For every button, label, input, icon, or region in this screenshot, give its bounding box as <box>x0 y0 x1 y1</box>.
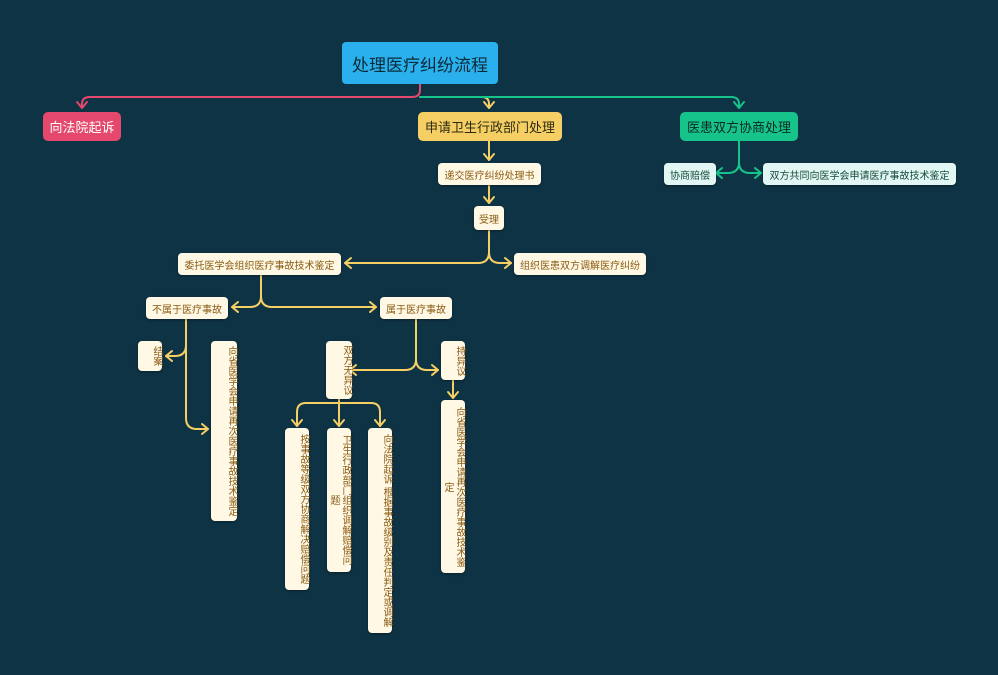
branch-health-dept[interactable]: 申请卫生行政部门处理 <box>418 112 562 141</box>
arrow-close <box>165 350 173 362</box>
node-reapply-left[interactable]: 向省医学会申请再次医疗事故技术鉴定 <box>211 341 237 521</box>
edge-accept-mediate <box>488 251 512 264</box>
edge-is-noobj <box>349 317 417 371</box>
node-compensate[interactable]: 协商赔偿 <box>664 163 716 185</box>
arrow-obj <box>431 364 439 376</box>
arrow-joint <box>754 167 762 179</box>
node-reapply-right[interactable]: 向省医学会申请再次医疗事故技术鉴定 <box>441 400 465 573</box>
node-joint-apply[interactable]: 双方共同向医学会申请医疗事故技术鉴定 <box>763 163 956 185</box>
arrow-entrust <box>344 257 352 269</box>
edge-is-obj <box>415 358 439 371</box>
edge-noobj-left <box>296 402 340 427</box>
root-node[interactable]: 处理医疗纠纷流程 <box>342 42 498 84</box>
arrow-reapply-left <box>201 423 209 435</box>
node-mediate[interactable]: 组织医患双方调解医疗纠纷 <box>514 253 646 275</box>
edge-accept-entrust <box>344 230 490 264</box>
edge-negotiate-joint <box>738 161 762 174</box>
node-has-objection[interactable]: 持异议 <box>441 341 465 380</box>
node-no-objection[interactable]: 双方无异议 <box>326 341 352 399</box>
arrow-submit <box>483 153 495 161</box>
node-accept[interactable]: 受理 <box>474 206 504 230</box>
node-submit[interactable]: 递交医疗纠纷处理书 <box>438 163 541 185</box>
arrow-accept <box>483 196 495 204</box>
arrow-is <box>369 301 377 313</box>
edge-not-close <box>165 317 187 357</box>
arrow-negotiate <box>733 101 745 109</box>
node-by-level[interactable]: 按事故等级双方协商解决赔偿问题 <box>285 428 309 590</box>
edge-negotiate-children <box>715 140 740 174</box>
arrow-admin <box>333 419 345 427</box>
branch-negotiate[interactable]: 医患双方协商处理 <box>680 112 798 141</box>
edge-root-health <box>419 96 490 109</box>
edge-root-negotiate <box>419 96 740 109</box>
node-not-accident[interactable]: 不属于医疗事故 <box>146 297 228 319</box>
arrow-not <box>231 301 239 313</box>
edge-not-reapply <box>185 344 209 430</box>
arrow-compensate <box>715 167 723 179</box>
edge-root-court <box>81 83 421 109</box>
arrow-health <box>483 101 495 109</box>
node-close-case[interactable]: 结案 <box>138 341 162 371</box>
node-sue-court[interactable]: 向法院起诉 根据事故级别及责任判定或调解 <box>368 428 392 633</box>
edge-noobj-right <box>338 402 381 427</box>
node-entrust[interactable]: 委托医学会组织医疗事故技术鉴定 <box>178 253 341 275</box>
arrow-mediate <box>504 257 512 269</box>
node-is-accident[interactable]: 属于医疗事故 <box>380 297 452 319</box>
arrow-by-level <box>291 419 303 427</box>
branch-court[interactable]: 向法院起诉 <box>43 112 121 141</box>
arrow-sue <box>374 419 386 427</box>
node-admin-mediate[interactable]: 卫生行政部门组织调解赔偿问题 <box>327 428 351 572</box>
arrow-court <box>76 101 88 109</box>
arrow-reapply-right <box>447 391 459 399</box>
edge-entrust-is <box>260 295 377 308</box>
